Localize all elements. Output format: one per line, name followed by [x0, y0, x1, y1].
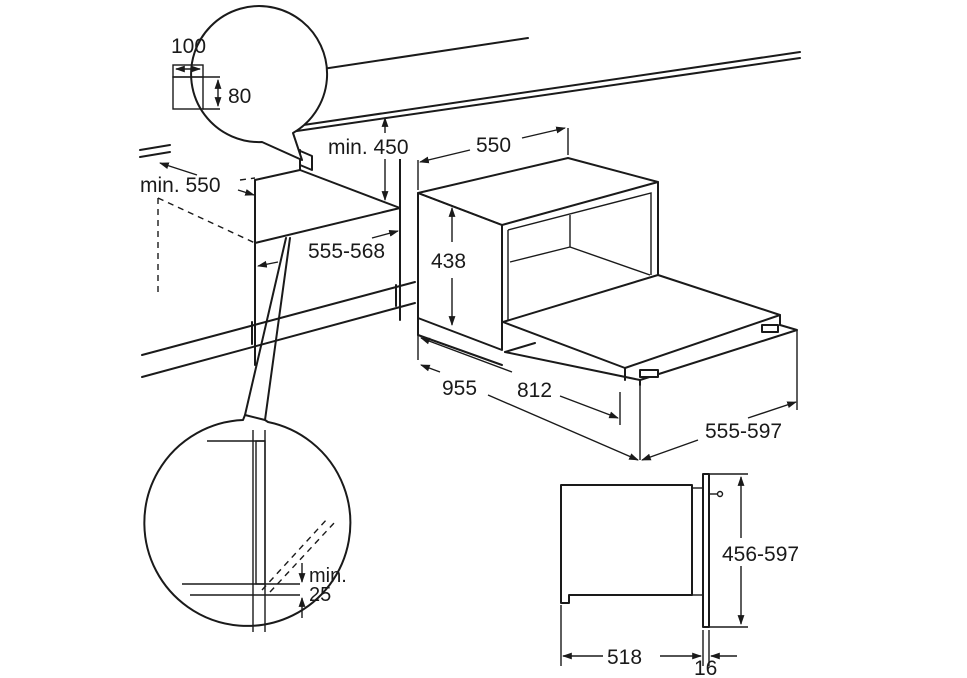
door-depth-label: 812 [517, 379, 552, 402]
detail-min-label: min. [309, 565, 347, 587]
detail-height-label: 80 [228, 85, 251, 108]
side-depth-label: 518 [607, 646, 642, 669]
open-depth-label: 955 [442, 377, 477, 400]
appliance-body [417, 157, 798, 460]
min-depth-label: min. 550 [140, 174, 221, 197]
front-width-label: 555-597 [705, 420, 782, 443]
detail-width-label: 100 [171, 35, 206, 58]
appliance-height-label: 438 [431, 250, 466, 273]
side-height-label: 456-597 [722, 543, 799, 566]
min-height-label: min. 450 [328, 136, 409, 159]
niche-width-label: 555-568 [308, 240, 385, 263]
cabinet-outline [139, 37, 801, 421]
side-view [560, 473, 748, 666]
detail-bubble-top [172, 5, 329, 161]
panel-thickness-label: 16 [694, 657, 717, 678]
detail-bubble-bottom [143, 414, 352, 632]
appliance-width-label: 550 [476, 134, 511, 157]
detail-gap-label: 25 [309, 584, 331, 606]
